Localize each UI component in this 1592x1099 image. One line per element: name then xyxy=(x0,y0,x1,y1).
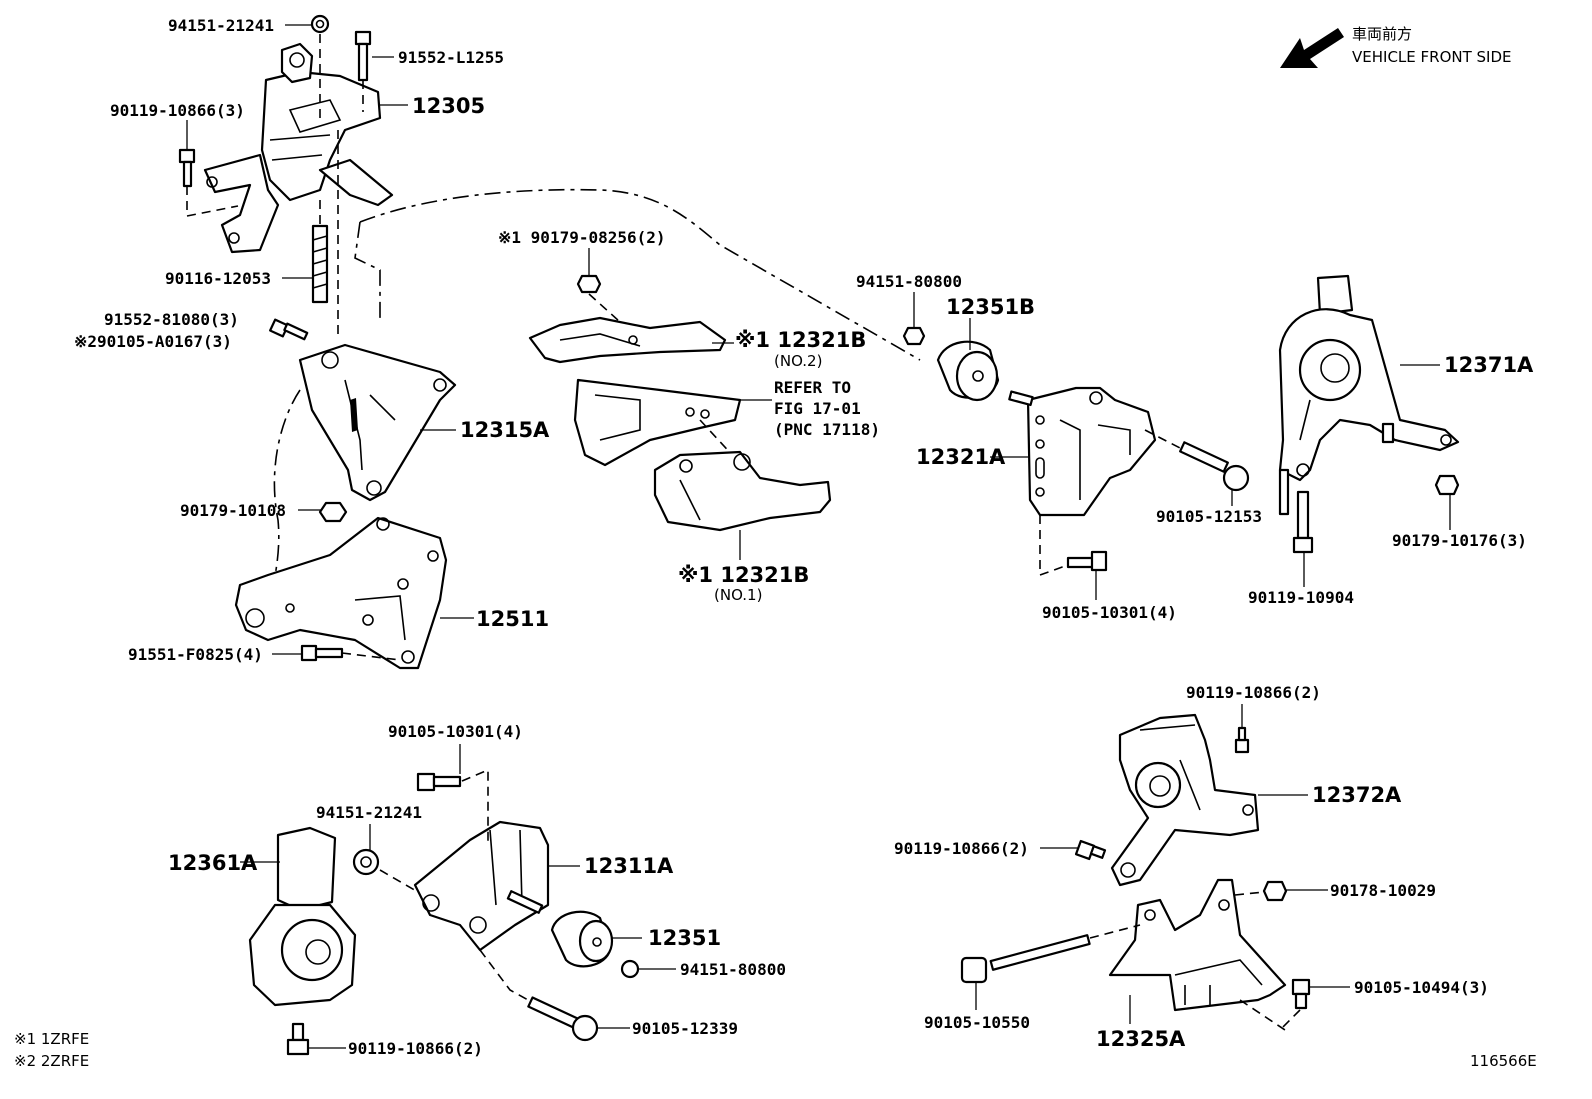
stud-icon xyxy=(311,224,329,304)
label-12321b-no1-sub: (NO.1) xyxy=(714,586,762,604)
label-12351b: 12351B xyxy=(946,295,1035,319)
label-90105-10301-mid: 90105-10301(4) xyxy=(1042,603,1177,622)
label-91552-81080: 91552-81080(3) xyxy=(104,310,239,329)
note-2zrfe: ※2 2ZRFE xyxy=(14,1052,89,1070)
bolt-icon xyxy=(416,772,462,792)
vehicle-front-en: VEHICLE FRONT SIDE xyxy=(1352,48,1512,66)
leader-lines xyxy=(186,24,1451,1049)
part-12325a-bracket xyxy=(1108,878,1287,1012)
part-12511-bracket xyxy=(234,516,448,670)
bolt-icon xyxy=(1234,726,1250,754)
bolt-icon xyxy=(527,996,599,1042)
label-12315a: 12315A xyxy=(460,418,550,442)
nut-icon xyxy=(1434,474,1460,496)
label-90119-10866-r2: 90119-10866(2) xyxy=(894,839,1029,858)
bolt-icon xyxy=(300,644,344,662)
refer-line-2: FIG 17-01 xyxy=(774,399,861,418)
label-90178-10029: 90178-10029 xyxy=(1330,881,1436,900)
label-90179-08256: ※1 90179-08256(2) xyxy=(498,228,666,247)
nut-icon xyxy=(318,501,348,523)
bolt-icon xyxy=(1291,978,1311,1010)
label-12305: 12305 xyxy=(412,94,485,118)
vehicle-front-jp: 車両前方 xyxy=(1352,25,1412,43)
label-90119-10866-bottom: 90119-10866(2) xyxy=(348,1039,483,1058)
nut-icon xyxy=(576,274,602,294)
bolt-icon xyxy=(1292,490,1314,554)
label-90119-10866-r1: 90119-10866(2) xyxy=(1186,683,1321,702)
stud-icon xyxy=(1008,390,1034,407)
label-90105-a0167: ※290105-A0167(3) xyxy=(74,332,232,351)
part-12311a-bracket xyxy=(413,820,550,952)
part-12321b-no1-shield xyxy=(653,450,832,532)
bolt-icon xyxy=(1066,550,1108,572)
refer-line-3: (PNC 17118) xyxy=(774,420,880,439)
bolt-icon xyxy=(178,148,196,188)
part-12351b-bushing xyxy=(936,340,1000,402)
refer-line-1: REFER TO xyxy=(774,378,851,397)
label-94151-80800-low: 94151-80800 xyxy=(680,960,786,979)
label-12311a: 12311A xyxy=(584,854,674,878)
stud-icon xyxy=(1278,422,1395,516)
label-90119-10866-3: 90119-10866(3) xyxy=(110,101,245,120)
nut-icon xyxy=(352,848,380,876)
part-12321a-bracket xyxy=(1026,386,1157,517)
part-12371a-mount xyxy=(1278,274,1460,482)
label-94151-21241: 94151-21241 xyxy=(168,16,274,35)
label-12361a: 12361A xyxy=(168,851,258,875)
label-12372a: 12372A xyxy=(1312,783,1402,807)
label-91552-l1255: 91552-L1255 xyxy=(398,48,504,67)
nut-icon xyxy=(902,326,926,346)
label-12511: 12511 xyxy=(476,607,549,631)
bolt-icon xyxy=(354,30,372,82)
label-94151-21241-low: 94151-21241 xyxy=(316,803,422,822)
bolt-icon xyxy=(1074,839,1107,861)
nut-icon xyxy=(1262,880,1288,902)
assembly-reference-line-2 xyxy=(354,221,381,320)
figure-id: 116566E xyxy=(1470,1052,1537,1070)
part-12305-mount xyxy=(203,42,394,254)
part-12372a-mount xyxy=(1110,713,1260,887)
label-90116-12053: 90116-12053 xyxy=(165,269,271,288)
arrow-down-left-icon xyxy=(1280,28,1344,68)
label-12321b-no2-sub: (NO.2) xyxy=(774,352,822,370)
label-12325a: 12325A xyxy=(1096,1027,1186,1051)
label-12351: 12351 xyxy=(648,926,721,950)
assembly-reference-line xyxy=(359,188,921,361)
label-90105-12339: 90105-12339 xyxy=(632,1019,738,1038)
label-12321a: 12321A xyxy=(916,445,1006,469)
label-90179-10108: 90179-10108 xyxy=(180,501,286,520)
label-90105-10494: 90105-10494(3) xyxy=(1354,978,1489,997)
label-90105-10550: 90105-10550 xyxy=(924,1013,1030,1032)
bolt-icon xyxy=(506,890,544,914)
label-12321b-no2: ※1 12321B xyxy=(735,328,866,352)
part-12351-bushing xyxy=(550,910,614,968)
part-12315a-bracket xyxy=(298,343,457,502)
label-12371a: 12371A xyxy=(1444,353,1534,377)
bolt-icon xyxy=(269,318,309,341)
label-12321b-no1: ※1 12321B xyxy=(678,563,809,587)
nut-icon xyxy=(310,14,330,34)
note-1zrfe: ※1 1ZRFE xyxy=(14,1030,89,1048)
label-94151-80800-top: 94151-80800 xyxy=(856,272,962,291)
label-90105-10301-low: 90105-10301(4) xyxy=(388,722,523,741)
label-90105-12153: 90105-12153 xyxy=(1156,507,1262,526)
bolt-icon xyxy=(960,934,1091,984)
part-12321b-no2-shield xyxy=(528,316,727,364)
part-12361a-mount xyxy=(248,826,357,1007)
part-refer-bracket xyxy=(573,378,742,467)
bolt-icon xyxy=(1179,441,1250,492)
bolt-icon xyxy=(286,1022,310,1056)
label-90119-10904: 90119-10904 xyxy=(1248,588,1354,607)
label-91551-f0825: 91551-F0825(4) xyxy=(128,645,263,664)
label-90179-10176: 90179-10176(3) xyxy=(1392,531,1527,550)
nut-icon xyxy=(620,959,640,979)
